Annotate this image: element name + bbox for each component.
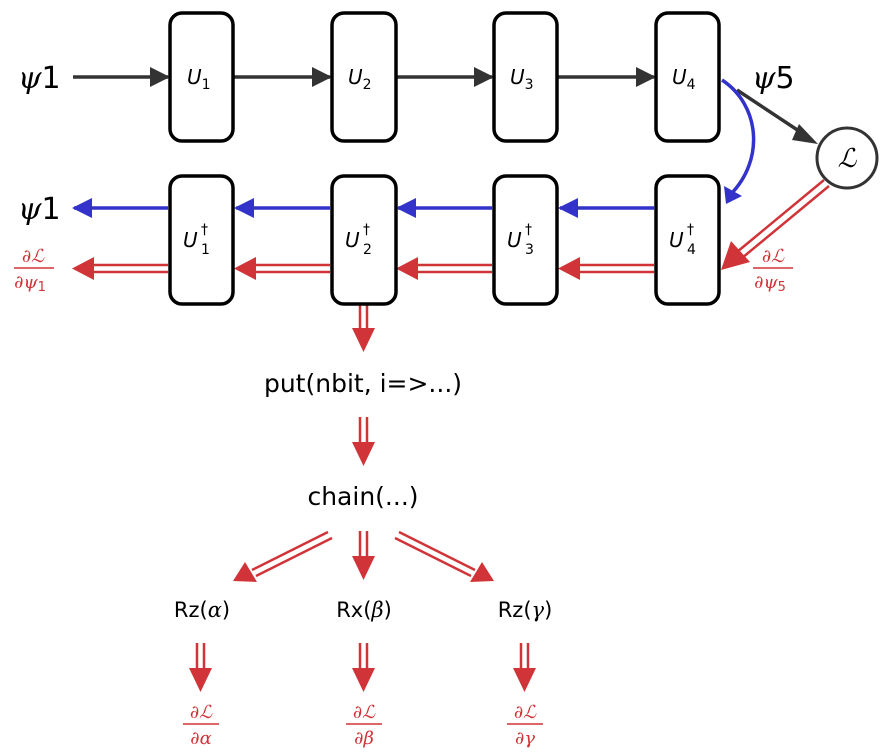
grad-arrow-to-chain [352,417,375,466]
svg-text:U: U [669,228,684,252]
grad-arrow-loss-to-u4 [721,179,830,270]
gate-u1[interactable]: U1 [168,11,235,143]
svg-text:∂ℒ: ∂ℒ [762,246,785,267]
svg-text:∂ℒ: ∂ℒ [353,702,376,723]
grad-arrow-to-rz-gamma [394,530,494,582]
backward-gates: U † 1 U † 2 U † 3 U † 4 [168,174,721,306]
svg-text:U: U [345,228,360,252]
grad-label-gamma: ∂ℒ ∂γ [507,702,543,749]
grad-label-psi5: ∂ℒ ∂ψ5 [753,246,793,295]
put-label: put(nbit, i=>...) [264,369,462,398]
gate-u4[interactable]: U4 [654,11,721,143]
svg-text:3: 3 [525,242,534,258]
gradient-arrows [72,179,830,692]
svg-text:ℒ: ℒ [838,144,858,174]
svg-text:2: 2 [363,242,372,258]
psi-1-backward-label: ψ1 [18,192,61,227]
grad-arrow-to-put [352,304,375,352]
svg-text:U1: U1 [187,65,211,93]
gate-u2[interactable]: U2 [330,11,398,143]
gate-u3-dagger[interactable]: U † 3 [492,174,559,306]
svg-text:U3: U3 [510,65,534,93]
rotation-rz-alpha: Rz(α) [174,598,230,622]
curved-back-arrow [721,78,756,197]
grad-arrow-4-3 [558,257,654,280]
grad-label-psi1: ∂ℒ ∂ψ1 [14,246,54,295]
svg-text:U2: U2 [348,65,372,93]
svg-text:†: † [525,222,532,238]
svg-text:1: 1 [201,242,210,258]
grad-arrow-out [72,257,168,280]
svg-text:4: 4 [687,242,696,258]
svg-text:U: U [183,228,198,252]
grad-label-alpha: ∂ℒ ∂α [183,702,219,749]
grad-arrow-2-1 [234,257,330,280]
chain-label: chain(...) [307,482,418,511]
forward-arrow-to-loss [736,88,809,139]
svg-text:∂ℒ: ∂ℒ [22,246,45,267]
svg-text:U4: U4 [672,65,696,93]
grad-arrow-gamma [513,643,536,692]
grad-label-beta: ∂ℒ ∂β [346,702,382,749]
rotation-rz-gamma: Rz(γ) [498,598,553,622]
backward-arrows [72,198,654,218]
grad-arrow-3-2 [396,257,492,280]
grad-arrow-beta [352,643,375,692]
svg-text:∂α: ∂α [190,728,211,749]
gate-u2-dagger[interactable]: U † 2 [330,174,398,306]
forward-arrows [73,67,818,144]
svg-text:∂ψ5: ∂ψ5 [754,272,786,295]
gate-u3[interactable]: U3 [492,11,559,143]
gate-u4-dagger[interactable]: U † 4 [654,174,721,306]
svg-text:†: † [363,222,370,238]
grad-arrow-to-rz-alpha [233,530,333,582]
psi-1-input-label: ψ1 [18,61,61,96]
forward-gates: U1 U2 U3 U4 [168,11,721,143]
gate-u1-dagger[interactable]: U † 1 [168,174,235,306]
grad-arrow-alpha [189,643,212,692]
svg-text:∂γ: ∂γ [515,728,535,749]
svg-text:†: † [201,222,208,238]
svg-text:†: † [687,222,694,238]
svg-text:∂ℒ: ∂ℒ [514,702,537,723]
svg-text:U: U [507,228,522,252]
svg-text:∂ℒ: ∂ℒ [190,702,213,723]
psi-5-output-label: ψ5 [752,61,795,96]
rotation-rx-beta: Rx(β) [336,598,392,622]
loss-node[interactable]: ℒ [815,126,879,190]
svg-text:∂β: ∂β [354,728,374,749]
grad-arrow-to-rx-beta [352,531,375,580]
svg-text:∂ψ1: ∂ψ1 [14,272,46,295]
